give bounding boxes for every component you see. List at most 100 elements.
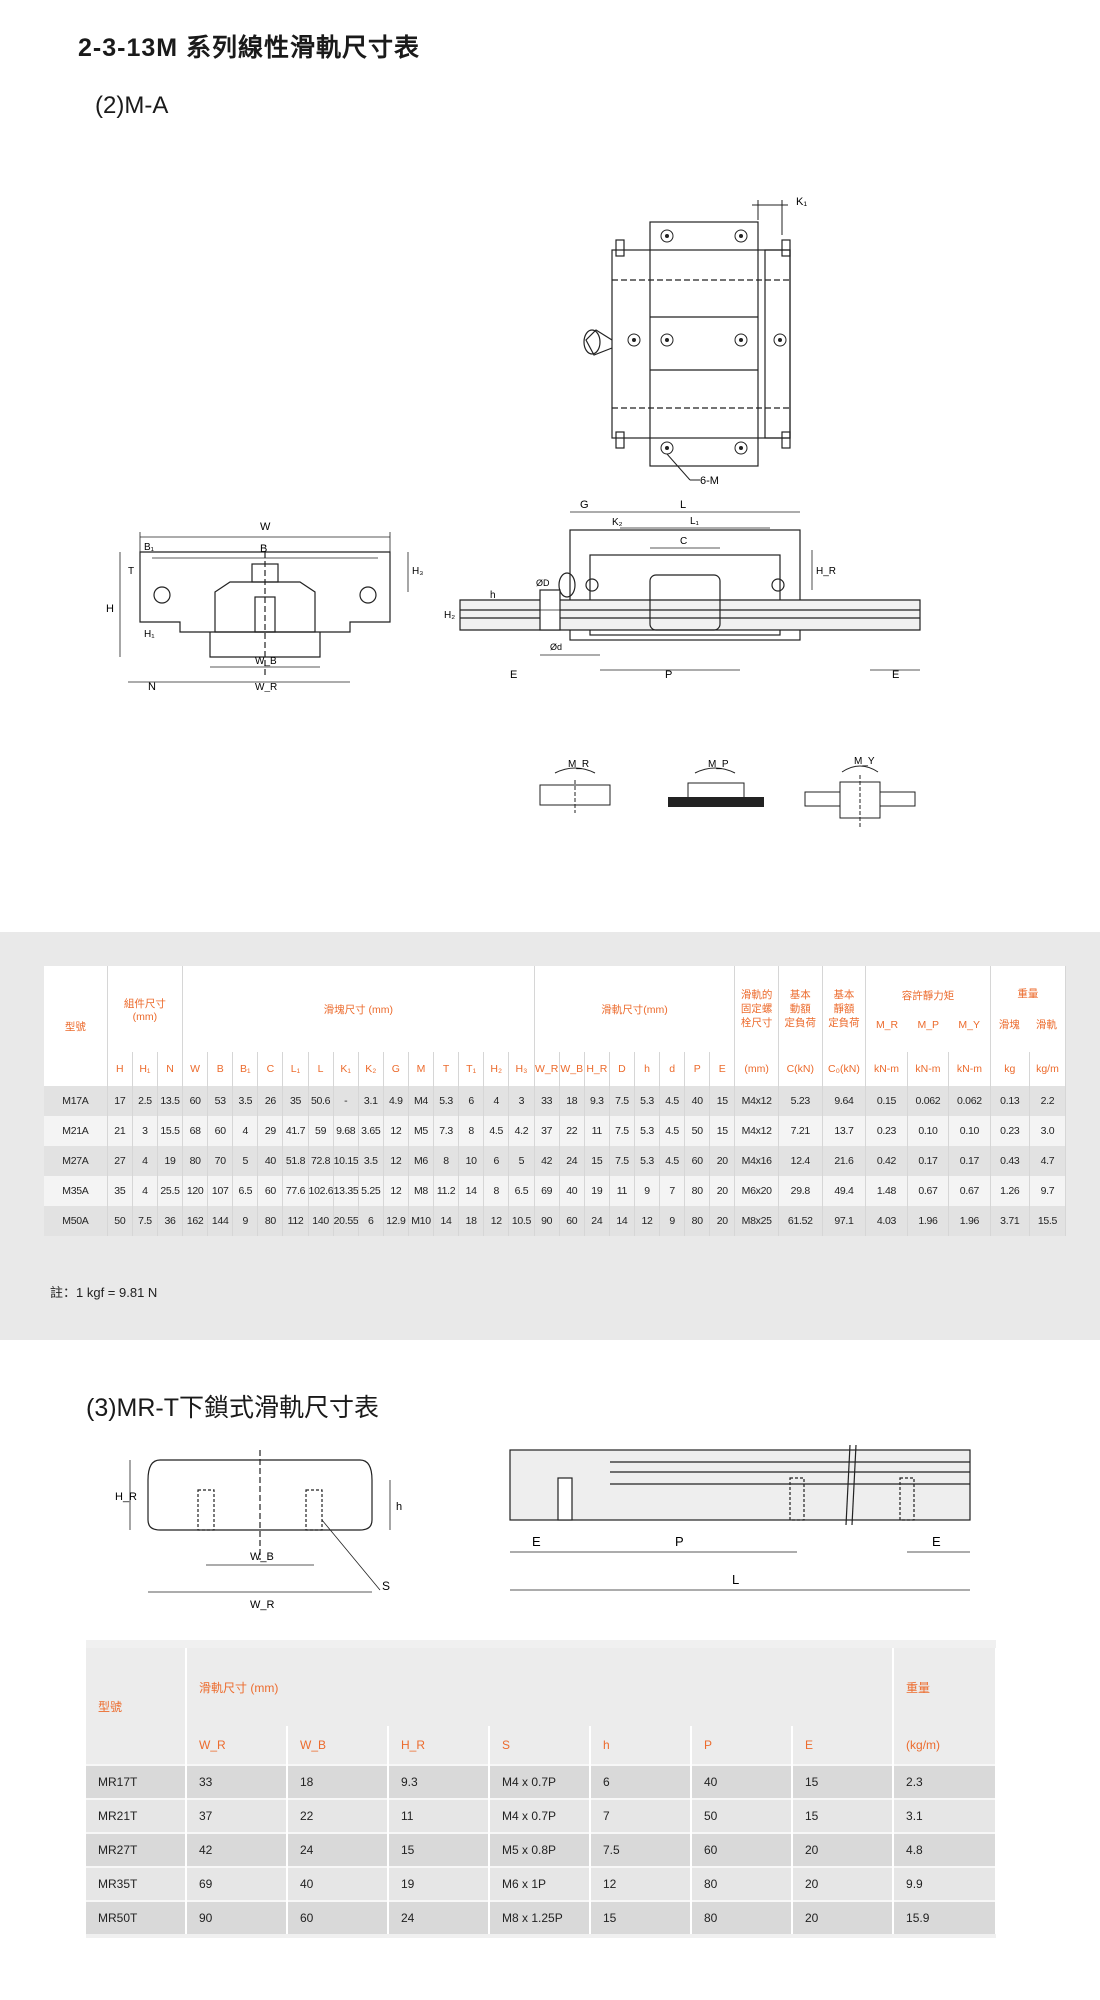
table-cell: M8x25 xyxy=(734,1206,779,1236)
h-label: H xyxy=(106,603,114,615)
table-cell: 33 xyxy=(534,1086,560,1116)
table-cell: 0.15 xyxy=(865,1086,908,1116)
spec-subheader: d xyxy=(659,1052,686,1086)
table-cell: 41.7 xyxy=(282,1116,309,1146)
table-cell: 1.48 xyxy=(865,1176,908,1206)
table-cell: 14 xyxy=(609,1206,635,1236)
spec-subheader: H_R xyxy=(584,1052,610,1086)
rail-subheader: W_R xyxy=(186,1726,288,1765)
table-cell: 80 xyxy=(691,1900,793,1934)
rail-subheader: S xyxy=(489,1726,591,1765)
table-cell: 12 xyxy=(383,1116,409,1146)
table-cell: 5.3 xyxy=(433,1086,460,1116)
table-cell: 33 xyxy=(186,1764,288,1799)
rail-section-drawing: H_R h W_B W_R S xyxy=(115,1450,402,1611)
table-cell: 36 xyxy=(157,1206,184,1236)
table-cell: 6.5 xyxy=(232,1176,259,1206)
table-cell: 80 xyxy=(691,1866,793,1901)
w-label: W xyxy=(260,521,271,533)
spec-subheader: (mm) xyxy=(734,1052,779,1086)
table-cell: 12 xyxy=(590,1866,692,1901)
l1-label: L₁ xyxy=(690,516,700,527)
table-cell: 12.9 xyxy=(383,1206,409,1236)
assembly-header: 組件尺寸 (mm) xyxy=(107,966,184,1052)
table-cell: 8 xyxy=(483,1176,510,1206)
spec-subheader: W_B xyxy=(559,1052,585,1086)
rail-s-label: S xyxy=(382,1579,390,1593)
table-cell: 7.5 xyxy=(609,1116,635,1146)
table-cell: 37 xyxy=(186,1798,288,1833)
rail-dims-header: 滑軌尺寸 (mm) xyxy=(186,1648,895,1726)
table-cell: 40 xyxy=(559,1176,585,1206)
table-cell: 4.7 xyxy=(1029,1146,1067,1176)
block-body xyxy=(649,221,759,467)
p-label: P xyxy=(665,669,672,681)
table-cell: 60 xyxy=(691,1832,793,1867)
b-label: B xyxy=(260,543,267,555)
table-cell: 1.26 xyxy=(990,1176,1030,1206)
table-cell: 9.3 xyxy=(388,1764,490,1799)
table-cell: 7.5 xyxy=(132,1206,158,1236)
rail-wr-label: W_R xyxy=(250,1599,275,1611)
rail-subheader: (kg/m) xyxy=(893,1726,998,1765)
e-label: E xyxy=(510,669,517,681)
table-cell: 19 xyxy=(584,1176,610,1206)
spec-subheader: H xyxy=(107,1052,133,1086)
table-cell: 20 xyxy=(792,1866,895,1901)
table-cell: 0.13 xyxy=(990,1086,1030,1116)
spec-subheader: N xyxy=(157,1052,184,1086)
table-cell: 53 xyxy=(207,1086,234,1116)
bolt-header: 滑軌的 固定螺 栓尺寸 xyxy=(734,966,779,1052)
rail-subheader: P xyxy=(691,1726,793,1765)
table-cell: 162 xyxy=(182,1206,209,1236)
table-cell: 15 xyxy=(792,1798,895,1833)
table-cell: 0.10 xyxy=(907,1116,950,1146)
table-cell: 90 xyxy=(186,1900,288,1934)
h2-label: H₂ xyxy=(444,610,455,621)
rail-model-cell: MR17T xyxy=(86,1764,187,1799)
phid-big-label: ØD xyxy=(536,578,550,588)
table-cell: 3.1 xyxy=(358,1086,384,1116)
moment-header: 容許靜力矩 M_R M_P M_Y xyxy=(865,966,991,1052)
phid-small-label: Ød xyxy=(550,642,562,652)
spec-subheader: kN-m xyxy=(907,1052,950,1086)
table-cell: 15 xyxy=(584,1146,610,1176)
table-cell: 12 xyxy=(634,1206,661,1236)
table-cell: 11 xyxy=(388,1798,490,1833)
spec-subheader: T xyxy=(433,1052,460,1086)
rail-header: 滑軌尺寸(mm) xyxy=(534,966,736,1052)
table-cell: 60 xyxy=(559,1206,585,1236)
table-cell: 10 xyxy=(458,1146,485,1176)
table-cell: 13.5 xyxy=(157,1086,184,1116)
rail-subheader: h xyxy=(590,1726,692,1765)
table-cell: 17 xyxy=(107,1086,133,1116)
table-cell: 61.52 xyxy=(778,1206,823,1236)
table-cell: 4 xyxy=(483,1086,510,1116)
spec-subheader: h xyxy=(634,1052,661,1086)
rail-subheader: H_R xyxy=(388,1726,490,1765)
spec-subheader: kg xyxy=(990,1052,1030,1086)
table-cell: 80 xyxy=(257,1206,284,1236)
k1-label: K₁ xyxy=(796,196,807,208)
table-cell: 42 xyxy=(534,1146,560,1176)
model-cell: M21A xyxy=(44,1116,108,1146)
hr-label: H_R xyxy=(816,566,836,577)
table-cell: M5 x 0.8P xyxy=(489,1832,591,1867)
g-label: G xyxy=(580,499,589,511)
table-cell: 4.03 xyxy=(865,1206,908,1236)
rail-side-drawing: E P E L xyxy=(509,1444,971,1591)
rail-model-header: 型號 xyxy=(86,1648,187,1765)
table-cell: 15 xyxy=(792,1764,895,1799)
spec-subheader: C₀(kN) xyxy=(822,1052,867,1086)
rail-hr-label: H_R xyxy=(115,1491,137,1503)
spec-subheader: C(kN) xyxy=(778,1052,823,1086)
table-cell: 0.10 xyxy=(948,1116,991,1146)
